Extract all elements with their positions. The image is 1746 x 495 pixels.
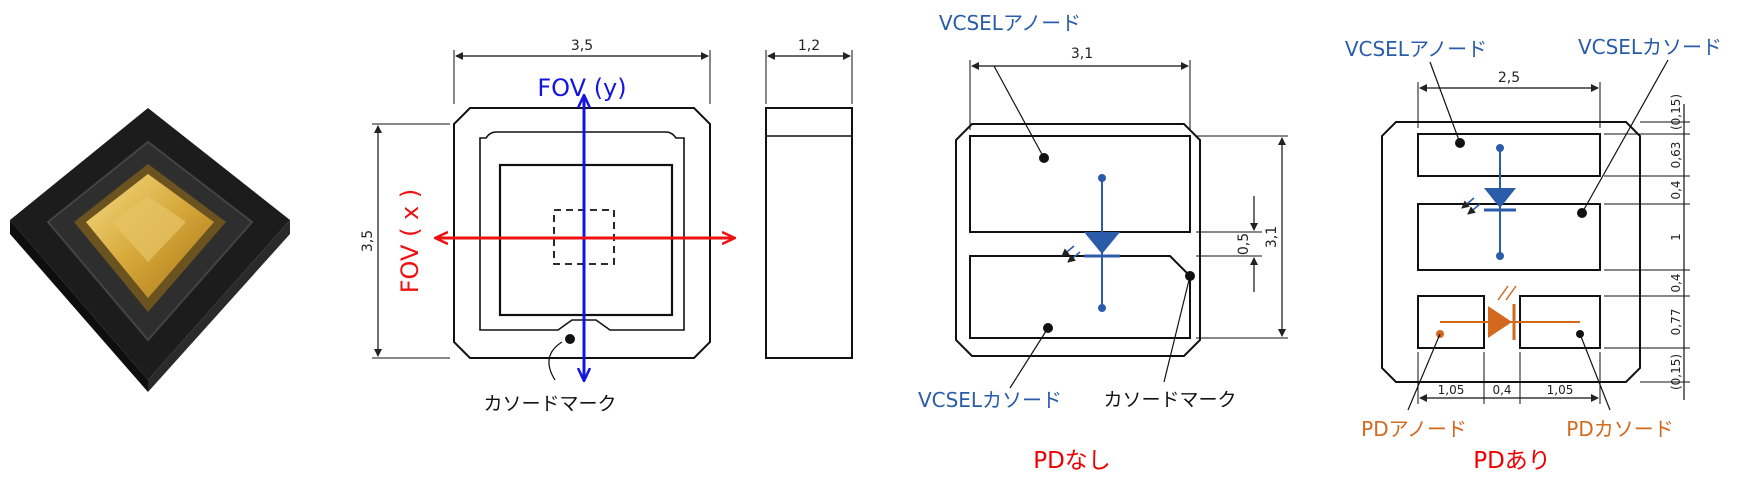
caption-no-pd: PDなし	[1033, 448, 1111, 474]
dim-bottom-2: 0,4	[1492, 383, 1511, 397]
dim-top-width: 3,5	[571, 38, 593, 54]
dim-right-5: 0,4	[1669, 273, 1683, 292]
bottom-with-pd-outline	[1381, 121, 1641, 383]
pd-anode-label: PDアノード	[1361, 417, 1467, 441]
top-view-die	[498, 163, 674, 317]
dim-bottom-1: 1,05	[1438, 383, 1465, 397]
dim-right-7: (0,15)	[1669, 354, 1683, 390]
dim-bottom-gap-no-pd: 0,5	[1236, 233, 1252, 255]
caption-with-pd: PDあり	[1473, 448, 1551, 474]
fov-y-label: FOV (y)	[537, 74, 626, 102]
cathode-mark-dot	[565, 334, 575, 344]
cathode-mark-leader	[548, 341, 563, 381]
bottom-view-no-pd	[955, 60, 1288, 389]
pad-pd-cathode	[1519, 295, 1601, 349]
vcsel-anode-label-no-pd: VCSELアノード	[939, 11, 1081, 35]
cathode-mark-label-bottom: カソードマーク	[1103, 389, 1236, 411]
dim-bottom-height-no-pd: 3,1	[1264, 226, 1280, 248]
pad-vcsel-anode-with-pd	[1417, 133, 1601, 177]
dim-bottom-pad-width-no-pd: 3,1	[1071, 46, 1093, 62]
vcsel-package-photo	[10, 108, 290, 392]
bottom-view-with-pd	[1381, 59, 1690, 411]
dim-bottom-pad-width-with-pd: 2,5	[1498, 70, 1520, 86]
dim-right-6: 0,77	[1669, 309, 1683, 336]
vcsel-cathode-label-with-pd: VCSELカソード	[1578, 35, 1722, 59]
top-view-drawing	[372, 50, 734, 380]
fov-x-label: FOV ( x )	[396, 189, 424, 294]
vcsel-symbol-no-pd	[1061, 174, 1120, 312]
dim-right-1: (0,15)	[1669, 94, 1683, 130]
cathode-mark-label-top: カソードマーク	[483, 393, 616, 415]
pad-cathode-no-pd	[969, 255, 1191, 339]
vcsel-cathode-label-no-pd: VCSELカソード	[918, 388, 1062, 412]
side-view-drawing	[765, 50, 853, 359]
pad-pd-anode	[1417, 295, 1485, 349]
dim-top-height: 3,5	[360, 230, 376, 252]
pad-anode-no-pd	[969, 135, 1191, 233]
top-view-outline	[453, 107, 711, 359]
photodiode-symbol	[1440, 285, 1580, 340]
dim-right-3: 0,4	[1669, 180, 1683, 199]
vcsel-symbol-with-pd	[1461, 144, 1516, 260]
bottom-no-pd-outline	[955, 123, 1201, 357]
dim-right-4: 1	[1669, 233, 1683, 241]
pd-cathode-label: PDカソード	[1566, 417, 1673, 441]
dim-right-2: 0,63	[1669, 142, 1683, 169]
dim-side-thickness: 1,2	[798, 38, 820, 54]
vcsel-anode-label-with-pd: VCSELアノード	[1345, 37, 1487, 61]
side-view-body	[765, 107, 853, 359]
top-view-window	[479, 131, 685, 331]
dim-bottom-3: 1,05	[1547, 383, 1574, 397]
pad-vcsel-cathode-with-pd	[1417, 203, 1601, 271]
